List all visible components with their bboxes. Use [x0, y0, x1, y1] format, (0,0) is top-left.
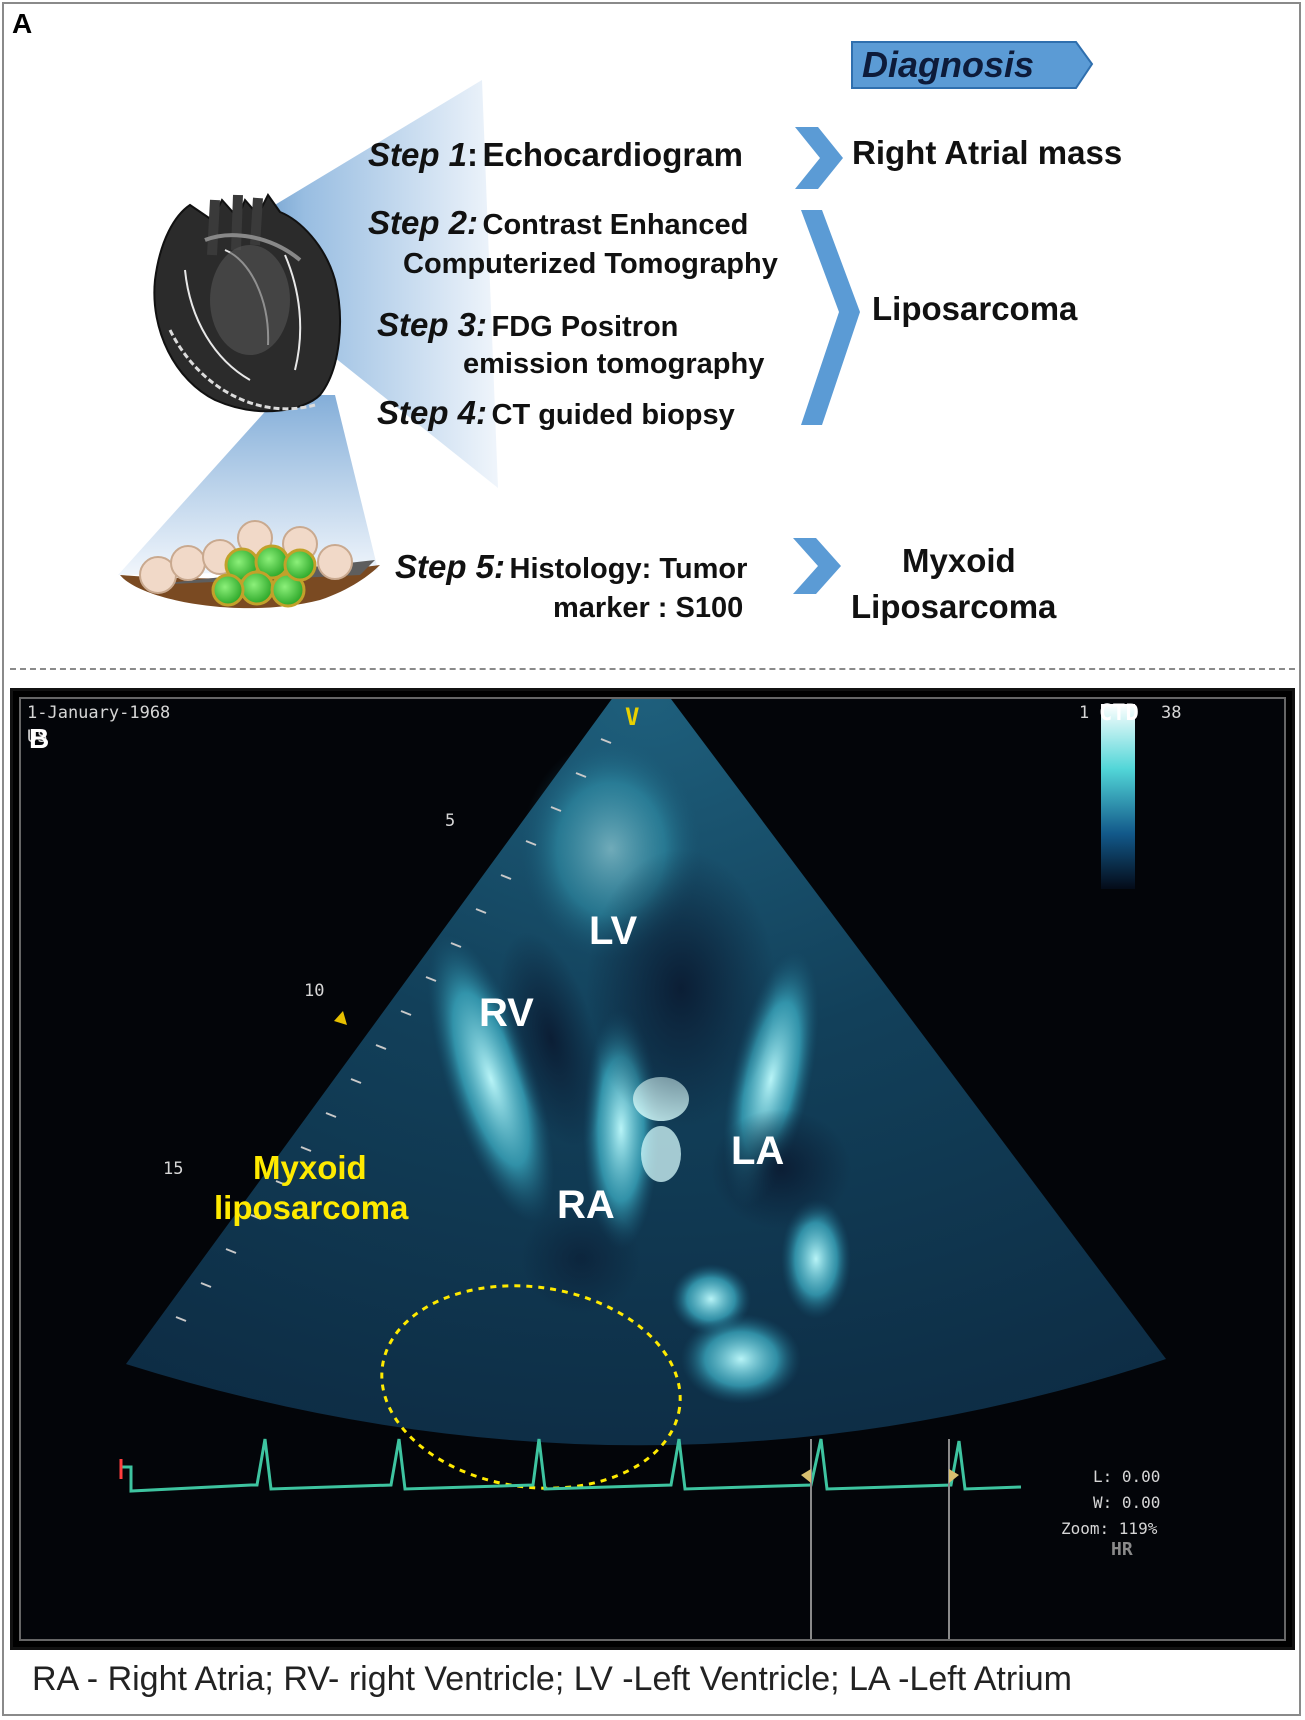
label-la: LA — [731, 1129, 785, 1173]
panel-a-graphics — [118, 41, 1094, 609]
label-ra: RA — [557, 1183, 615, 1227]
panel-b-letter: B — [29, 723, 50, 754]
label-lv: LV — [589, 909, 638, 953]
diagnosis-header-tag — [851, 41, 1094, 89]
depth-10: 10 — [304, 981, 325, 1001]
color-bar — [1101, 704, 1135, 889]
echo-image: 1-January-1968 US 1 CTD 38 V 5 10 15 B L… — [19, 697, 1286, 1641]
beam-upper — [200, 80, 498, 488]
label-rv: RV — [479, 991, 534, 1035]
step-1: Step 1: Echocardiogram — [368, 136, 743, 173]
l-readout: L: 0.00 — [1093, 1467, 1161, 1486]
step-2-line-2: Computerized Tomography — [403, 248, 778, 280]
diagnosis-myxoid-liposarcoma: Liposarcoma — [851, 588, 1057, 625]
diagnosis-liposarcoma: Liposarcoma — [872, 290, 1078, 327]
v-marker: V — [625, 703, 640, 731]
zoom-readout: Zoom: 119% — [1061, 1519, 1158, 1538]
ctd-label: CTD — [1099, 701, 1139, 726]
heart-illustration-icon — [153, 193, 341, 413]
panel-divider — [10, 668, 1295, 670]
figure-caption: RA - Right Atria; RV- right Ventricle; L… — [32, 1660, 1072, 1698]
depth-15: 15 — [163, 1159, 184, 1179]
step-5: Step 5: Histology: Tumor — [395, 548, 748, 585]
step-2: Step 2: Contrast Enhanced — [368, 204, 749, 241]
step-3-line-2: emission tomography — [463, 348, 765, 380]
cell-cluster-icon — [120, 520, 380, 609]
hr-readout: HR — [1111, 1539, 1133, 1560]
w-readout: W: 0.00 — [1093, 1493, 1161, 1512]
tumor-label-line-1: Myxoid — [253, 1149, 367, 1186]
tumor-outline — [380, 1284, 682, 1490]
time-right-readout: 38 — [1161, 703, 1182, 723]
diagnosis-right-atrial-mass: Right Atrial mass — [852, 134, 1123, 171]
tumor-label-line-2: liposarcoma — [214, 1189, 409, 1226]
modality-readout: US — [27, 727, 48, 747]
step-4: Step 4: CT guided biopsy — [377, 394, 735, 431]
chevron-arrow-icon — [793, 538, 841, 594]
echo-sector — [119, 699, 1166, 1639]
panel-a-letter: A — [12, 8, 33, 39]
ecg-trace — [121, 1438, 1022, 1493]
diagnosis-header: Diagnosis — [862, 44, 1035, 85]
beam-lower — [118, 395, 378, 575]
echo-image-frame: 1-January-1968 US 1 CTD 38 V 5 10 15 B L… — [10, 688, 1295, 1650]
time-left-readout: 1 — [1079, 703, 1090, 723]
depth-scale — [175, 738, 612, 1322]
depth-5: 5 — [445, 811, 456, 831]
chevron-arrow-icon — [795, 127, 843, 189]
date-readout: 1-January-1968 — [27, 703, 171, 723]
bracket-arrow-icon — [801, 210, 860, 425]
step-5-line-2: marker : S100 — [553, 592, 744, 624]
step-3: Step 3: FDG Positron — [377, 306, 679, 343]
diagnosis-myxoid: Myxoid — [902, 542, 1016, 579]
focus-marker-icon — [334, 1011, 347, 1025]
